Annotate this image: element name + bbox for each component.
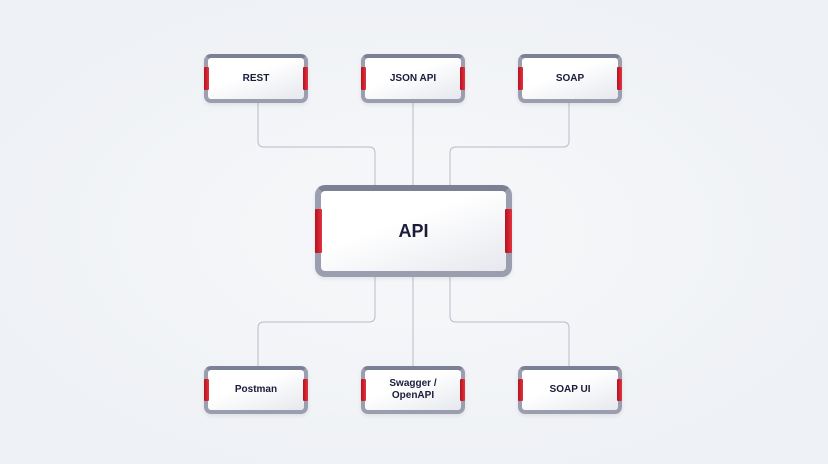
node-label: Postman	[234, 384, 278, 395]
connector-rest	[257, 103, 376, 185]
node-swagger-openapi[interactable]: Swagger / OpenAPI	[361, 366, 465, 414]
node-api[interactable]: API	[315, 185, 512, 277]
accent-tab	[204, 378, 209, 402]
node-soap[interactable]: SOAP	[518, 54, 622, 103]
accent-tab	[361, 378, 366, 402]
connector-soap-ui	[449, 277, 570, 366]
node-label: Swagger / OpenAPI	[389, 378, 437, 401]
node-label: JSON API	[389, 72, 437, 84]
node-label: SOAP UI	[549, 384, 591, 395]
connector-soap	[449, 103, 570, 185]
node-postman[interactable]: Postman	[204, 366, 308, 414]
accent-tab	[518, 378, 523, 402]
node-rest[interactable]: REST	[204, 54, 308, 103]
accent-tab	[617, 378, 622, 402]
accent-tab	[460, 67, 465, 90]
accent-tab	[204, 67, 209, 90]
node-label: SOAP	[555, 72, 585, 84]
accent-tab	[617, 67, 622, 90]
node-label: API	[398, 221, 429, 241]
accent-tab	[303, 67, 308, 90]
accent-tab	[460, 378, 465, 402]
node-json-api[interactable]: JSON API	[361, 54, 465, 103]
accent-tab	[518, 67, 523, 90]
accent-tab	[361, 67, 366, 90]
node-label: REST	[242, 72, 270, 84]
accent-tab	[505, 208, 512, 254]
node-soap-ui[interactable]: SOAP UI	[518, 366, 622, 414]
connector-postman	[257, 277, 376, 366]
accent-tab	[303, 378, 308, 402]
accent-tab	[315, 208, 322, 254]
